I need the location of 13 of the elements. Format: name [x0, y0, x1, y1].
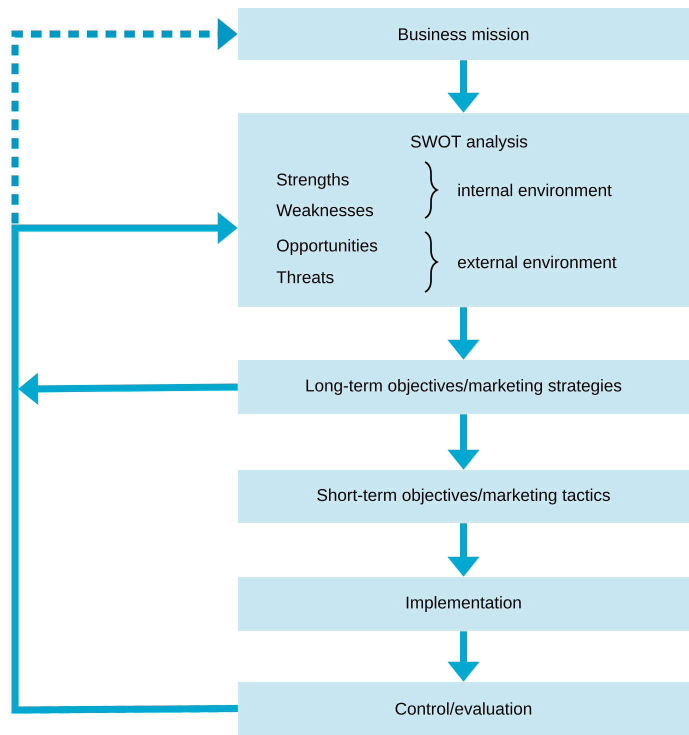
list-item: Strengths: [277, 173, 349, 189]
process-box: Short-term objectives/marketing tactics: [238, 470, 689, 523]
process-box: Long-term objectives/marketing strategies: [238, 360, 689, 414]
list-item: Weaknesses: [276, 204, 374, 216]
list-item: Opportunities: [277, 239, 378, 255]
process-box: [238, 113, 689, 307]
list-item: Threats: [276, 270, 334, 284]
process-box: Implementation: [238, 577, 689, 631]
process-box: Control/evaluation: [238, 682, 689, 735]
brace-label: external environment: [458, 256, 616, 268]
process-box: Business mission: [238, 8, 689, 60]
box-heading: SWOT analysis: [410, 135, 528, 151]
brace-label: internal environment: [458, 184, 612, 196]
